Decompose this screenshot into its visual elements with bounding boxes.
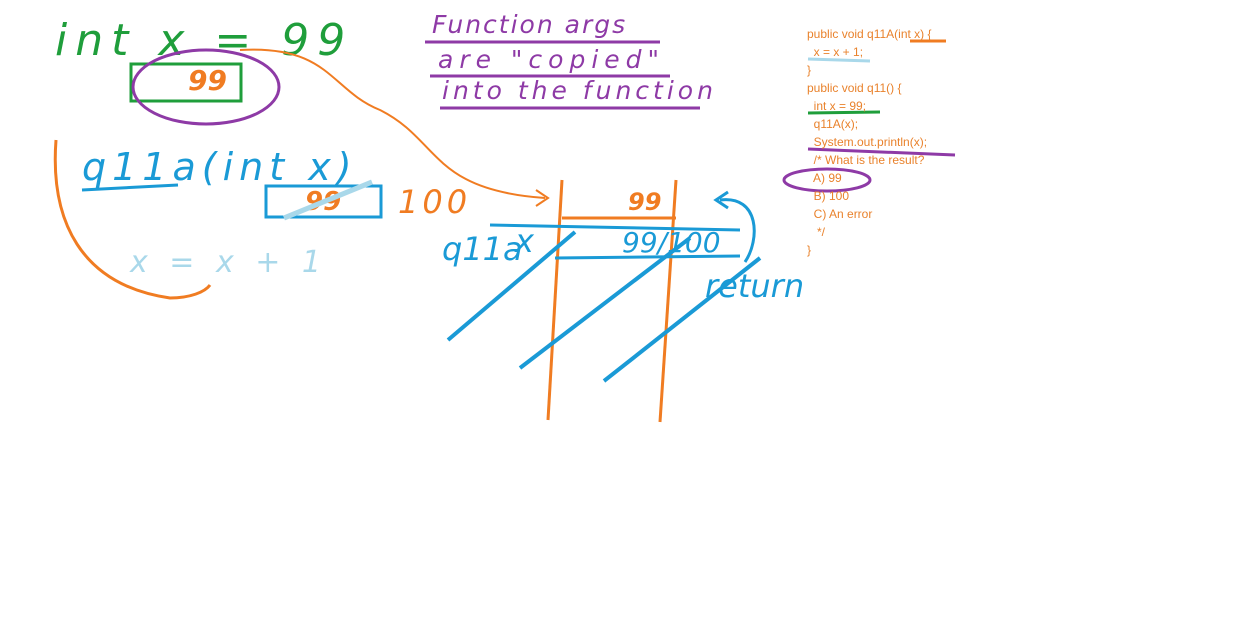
variable-box-value: 99 <box>188 64 227 97</box>
code-line: int x = 99; <box>807 99 867 113</box>
frame-variable-label: x <box>514 222 535 260</box>
frame-right-wall <box>658 179 678 423</box>
copy-arrow-head <box>535 189 550 207</box>
declaration-text: int x = 99 <box>55 15 353 66</box>
code-line: C) An error <box>807 207 873 221</box>
return-arrow-head <box>713 190 729 210</box>
copy-arrow <box>239 48 546 199</box>
code-line: } <box>807 63 812 77</box>
note-line-1: Function args <box>432 10 627 39</box>
code-line: public void q11() { <box>807 81 902 95</box>
variable-box <box>129 62 243 103</box>
note-line-3: into the function <box>442 76 717 105</box>
code-underline-print <box>807 147 956 157</box>
code-line: A) 99 <box>807 171 842 185</box>
code-line: System.out.println(x); <box>807 135 928 149</box>
code-line: } <box>807 243 812 257</box>
parameter-box <box>264 184 383 219</box>
return-arrow <box>719 198 756 263</box>
code-line: /* What is the result? <box>807 153 925 167</box>
frame-cell-bottom <box>554 254 741 260</box>
frame-top-value: 99 <box>628 188 661 216</box>
signature-underline <box>81 183 179 192</box>
strike-through <box>283 179 373 221</box>
new-value: 100 <box>398 183 471 221</box>
code-line: public void q11A(int x) { <box>807 27 932 41</box>
code-line: */ <box>807 225 826 239</box>
code-underline-body <box>807 57 871 63</box>
note-line-2: are "copied" <box>438 45 665 74</box>
cross-out-stroke-1 <box>446 230 577 342</box>
code-line: B) 100 <box>807 189 850 203</box>
code-line: x = x + 1; <box>807 45 864 59</box>
code-underline-decl <box>807 110 881 115</box>
cross-out-stroke-3 <box>602 256 762 383</box>
circle-highlight <box>131 48 281 126</box>
frame-cell-top <box>489 223 741 232</box>
cross-out-stroke-2 <box>518 236 692 370</box>
frame-left-wall <box>546 179 564 421</box>
return-label: return <box>705 267 804 305</box>
code-panel: public void q11A(int x) { x = x + 1;} pub… <box>807 25 1007 259</box>
body-expression: x = x + 1 <box>129 245 327 280</box>
code-line: q11A(x); <box>807 117 859 131</box>
frame-function-label: q11a <box>442 230 523 268</box>
answer-circle <box>782 167 872 193</box>
scope-bracket <box>53 139 212 300</box>
function-signature: q11a(int x) <box>82 145 358 189</box>
